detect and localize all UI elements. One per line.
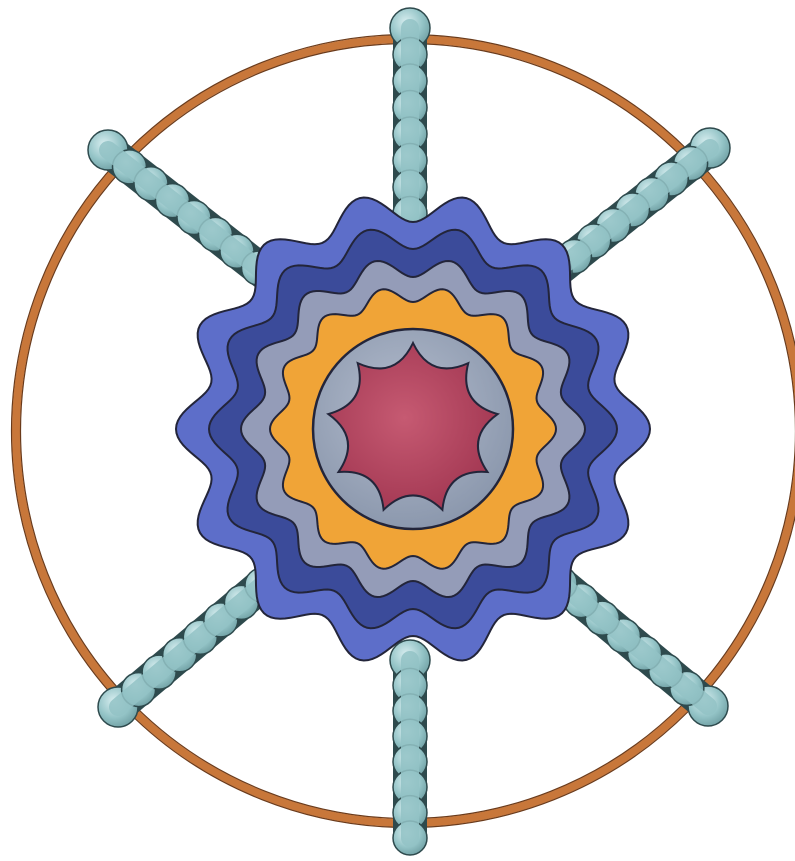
spoke-shaft (560, 583, 708, 706)
spoke-shaft (108, 150, 280, 285)
spoke-shaft (118, 585, 262, 707)
spoke-2 (390, 640, 430, 855)
spoke-5 (98, 568, 279, 727)
spoke-shaft (555, 148, 710, 272)
